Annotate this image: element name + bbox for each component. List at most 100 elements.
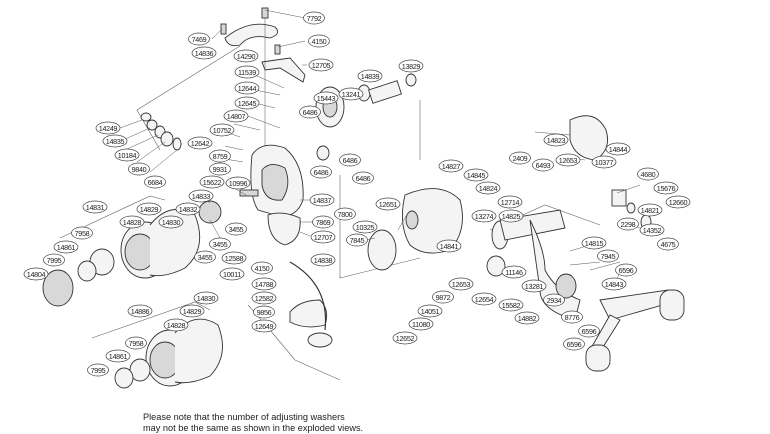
part-number: 2409 xyxy=(513,154,528,163)
part-number: 4680 xyxy=(641,170,656,179)
part-label-bubble xyxy=(312,215,334,229)
part-label-7869: 7869 xyxy=(312,215,334,229)
part-label-10184: 10184 xyxy=(114,148,140,162)
part-label-12588: 12588 xyxy=(221,251,247,265)
part-label-13274: 13274 xyxy=(471,209,497,223)
part-number: 12582 xyxy=(255,294,274,303)
part-label-bubble xyxy=(497,195,523,209)
part-label-bubble xyxy=(581,236,607,250)
part-label-14838: 14838 xyxy=(310,253,336,267)
part-number: 14804 xyxy=(27,270,46,279)
part-number: 14821 xyxy=(641,206,660,215)
part-number: 7845 xyxy=(350,236,365,245)
part-number: 12649 xyxy=(255,322,274,331)
part-label-bubble xyxy=(501,265,527,279)
part-number: 12653 xyxy=(452,280,471,289)
part-label-bubble xyxy=(233,49,259,63)
part-label-bubble xyxy=(209,237,231,251)
part-number: 14788 xyxy=(255,280,274,289)
part-label-bubble xyxy=(436,239,462,253)
part-label-14823: 14823 xyxy=(543,133,569,147)
part-number: 10377 xyxy=(595,158,614,167)
part-label-bubble xyxy=(313,91,339,105)
part-label-6596: 6596 xyxy=(615,263,637,277)
part-label-bubble xyxy=(163,318,189,332)
handle xyxy=(585,289,685,372)
spool-lower xyxy=(114,318,223,389)
part-label-bubble xyxy=(114,148,140,162)
rotor xyxy=(239,144,304,246)
part-label-bubble xyxy=(532,158,554,172)
part-number: 14249 xyxy=(99,124,118,133)
part-number: 14830 xyxy=(162,218,181,227)
part-number: 11146 xyxy=(505,268,523,277)
part-number: 14861 xyxy=(109,352,128,361)
part-label-bubble xyxy=(657,237,679,251)
part-number: 12588 xyxy=(225,254,244,263)
part-number: 3455 xyxy=(213,240,228,249)
part-label-10377: 10377 xyxy=(591,155,617,169)
part-label-8759: 8759 xyxy=(209,149,231,163)
pinion-assembly xyxy=(315,73,417,161)
part-number: 6486 xyxy=(314,168,329,177)
part-label-8776: 8776 xyxy=(561,310,583,324)
part-label-bubble xyxy=(23,267,49,281)
part-label-15582: 15582 xyxy=(498,298,524,312)
part-label-bubble xyxy=(471,292,497,306)
part-label-bubble xyxy=(375,197,401,211)
part-number: 14824 xyxy=(479,184,498,193)
part-label-bubble xyxy=(617,217,639,231)
part-label-bubble xyxy=(105,349,131,363)
part-label-9931: 9931 xyxy=(209,162,231,176)
part-label-bubble xyxy=(665,195,691,209)
part-label-12653: 12653 xyxy=(555,153,581,167)
part-number: 14843 xyxy=(605,280,624,289)
part-label-bubble xyxy=(175,202,201,216)
part-label-bubble xyxy=(234,96,260,110)
part-number: 9856 xyxy=(257,308,272,317)
part-label-bubble xyxy=(521,279,547,293)
part-number: 15443 xyxy=(317,94,336,103)
part-number: 14828 xyxy=(123,218,142,227)
note-line-2: may not be the same as shown in the expl… xyxy=(143,423,364,433)
part-label-12652: 12652 xyxy=(392,331,418,345)
part-label-12707: 12707 xyxy=(310,230,336,244)
part-label-9872: 9872 xyxy=(432,290,454,304)
part-number: 14861 xyxy=(57,243,76,252)
part-number: 14835 xyxy=(106,137,125,146)
part-number: 6596 xyxy=(567,340,582,349)
part-label-14833: 14833 xyxy=(188,189,214,203)
part-label-7958: 7958 xyxy=(125,336,147,350)
part-label-bubble xyxy=(187,136,213,150)
part-label-bubble xyxy=(119,215,145,229)
part-label-14825: 14825 xyxy=(498,209,524,223)
part-label-bubble xyxy=(392,331,418,345)
part-number: 14825 xyxy=(502,212,521,221)
part-label-bubble xyxy=(95,121,121,135)
part-number: 6684 xyxy=(148,178,163,187)
part-number: 14832 xyxy=(179,205,198,214)
part-number: 12651 xyxy=(379,200,398,209)
part-number: 12707 xyxy=(314,233,333,242)
part-label-bubble xyxy=(463,168,489,182)
part-number: 14815 xyxy=(585,239,604,248)
part-label-bubble xyxy=(308,58,334,72)
part-label-bubble xyxy=(561,310,583,324)
part-label-4680: 4680 xyxy=(637,167,659,181)
part-label-bubble xyxy=(334,207,356,221)
part-number: 14830 xyxy=(197,294,216,303)
part-number: 3455 xyxy=(198,253,213,262)
part-label-bubble xyxy=(309,193,335,207)
part-number: 14836 xyxy=(195,49,214,58)
part-number: 14841 xyxy=(440,242,459,251)
part-number: 14838 xyxy=(314,256,333,265)
part-label-bubble xyxy=(308,34,330,48)
part-number: 9840 xyxy=(132,165,147,174)
part-label-bubble xyxy=(615,263,637,277)
part-number: 12652 xyxy=(396,334,415,343)
part-number: 7792 xyxy=(307,14,322,23)
part-label-bubble xyxy=(653,181,679,195)
note-line-1: Please note that the number of adjusting… xyxy=(143,412,345,422)
part-label-bubble xyxy=(578,324,600,338)
